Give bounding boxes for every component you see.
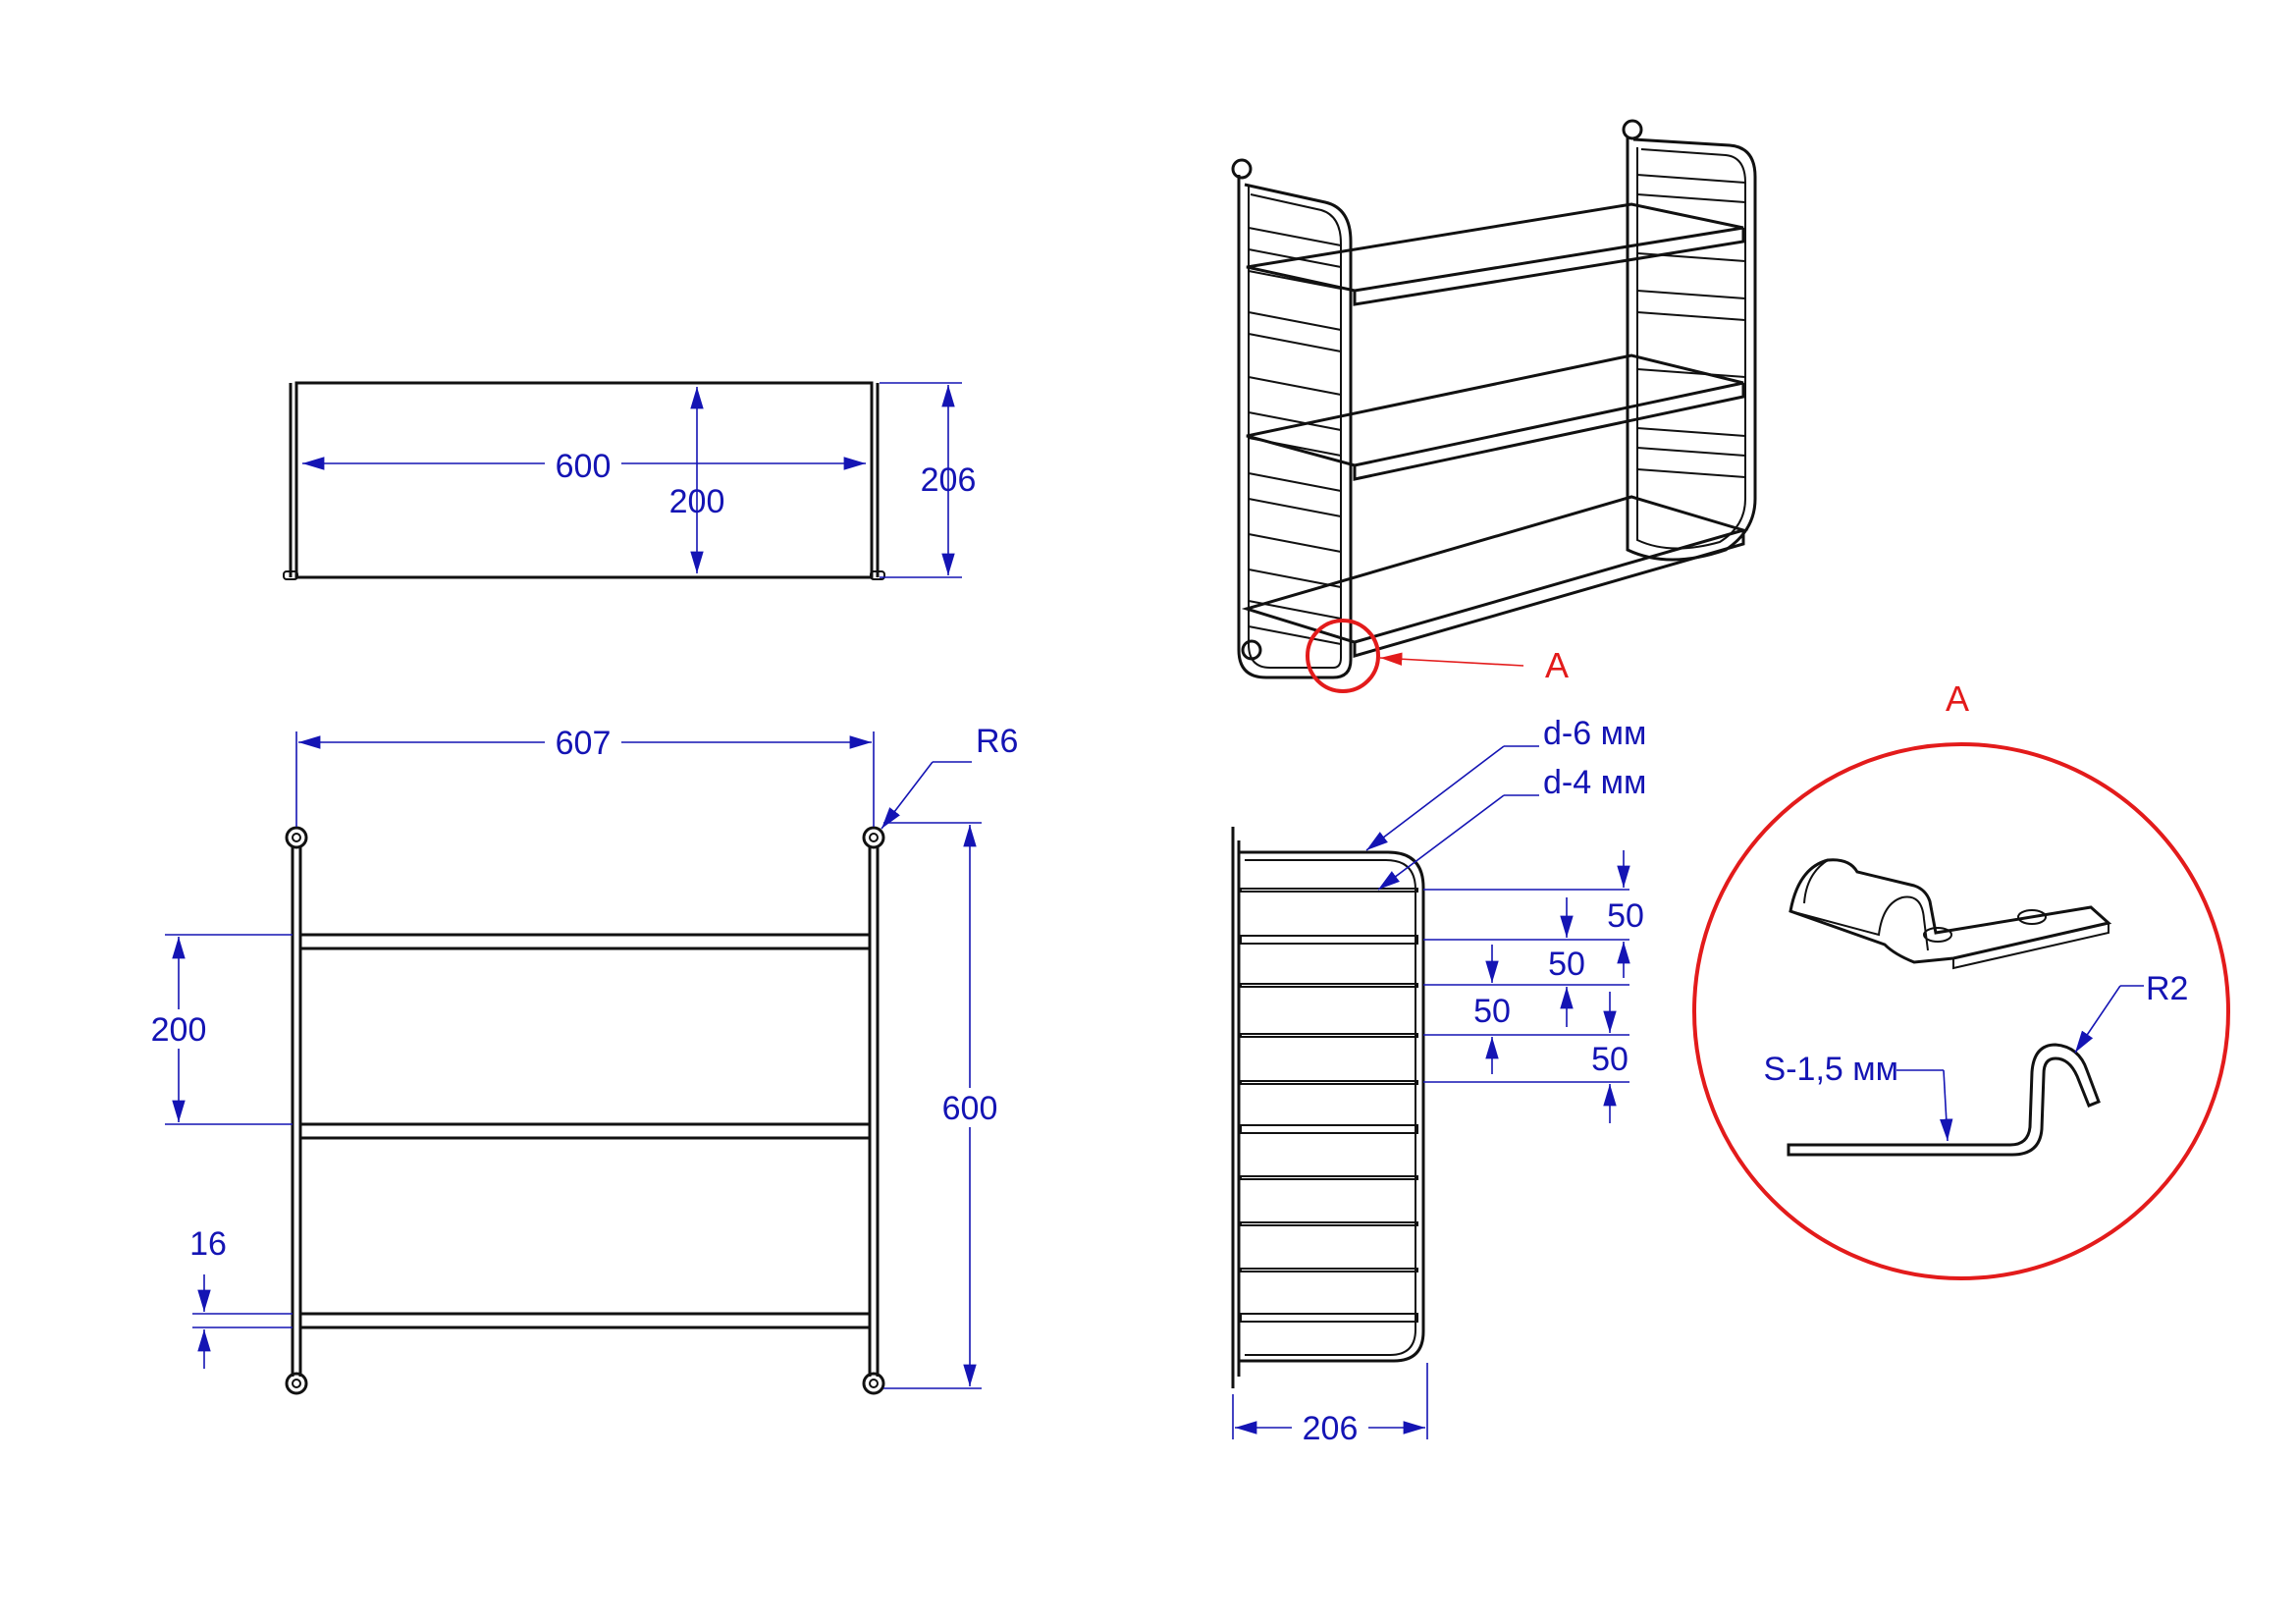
- shelf-spacing-label: 200: [151, 1011, 207, 1049]
- top-view: 600 200 206: [283, 381, 977, 580]
- side-depth-label: 206: [1303, 1410, 1359, 1447]
- isometric-view: A: [1231, 119, 1757, 693]
- rod-pitch-label-1: 50: [1607, 897, 1644, 935]
- detail-a: A S-1,5 мм R2: [1692, 678, 2230, 1280]
- rod-pitch-label-3: 50: [1473, 993, 1511, 1030]
- rod-pitch-label-4: 50: [1591, 1041, 1629, 1078]
- sheet-thickness-label: S-1,5 мм: [1764, 1051, 1898, 1088]
- hook-radius-label: R6: [976, 723, 1018, 760]
- inner-rod-label: d-4 мм: [1543, 764, 1646, 801]
- detail-title: A: [1946, 678, 1969, 719]
- front-view: 607 R6 600 200 16: [143, 721, 1018, 1395]
- detail-callout-marker: A: [1545, 645, 1569, 685]
- top-width-label: 600: [556, 448, 612, 485]
- rod-pitch-label-2: 50: [1548, 946, 1585, 983]
- side-view: d-6 мм d-4 мм 50 50 50 50 206: [1231, 715, 1646, 1447]
- top-depth-label: 206: [921, 461, 977, 499]
- top-inner-depth-label: 200: [669, 483, 725, 520]
- front-height-label: 600: [942, 1090, 998, 1127]
- outer-rod-label: d-6 мм: [1543, 715, 1646, 752]
- shelf-thickness-label: 16: [189, 1225, 227, 1263]
- front-overall-width-label: 607: [556, 725, 612, 762]
- bend-radius-label: R2: [2146, 970, 2188, 1007]
